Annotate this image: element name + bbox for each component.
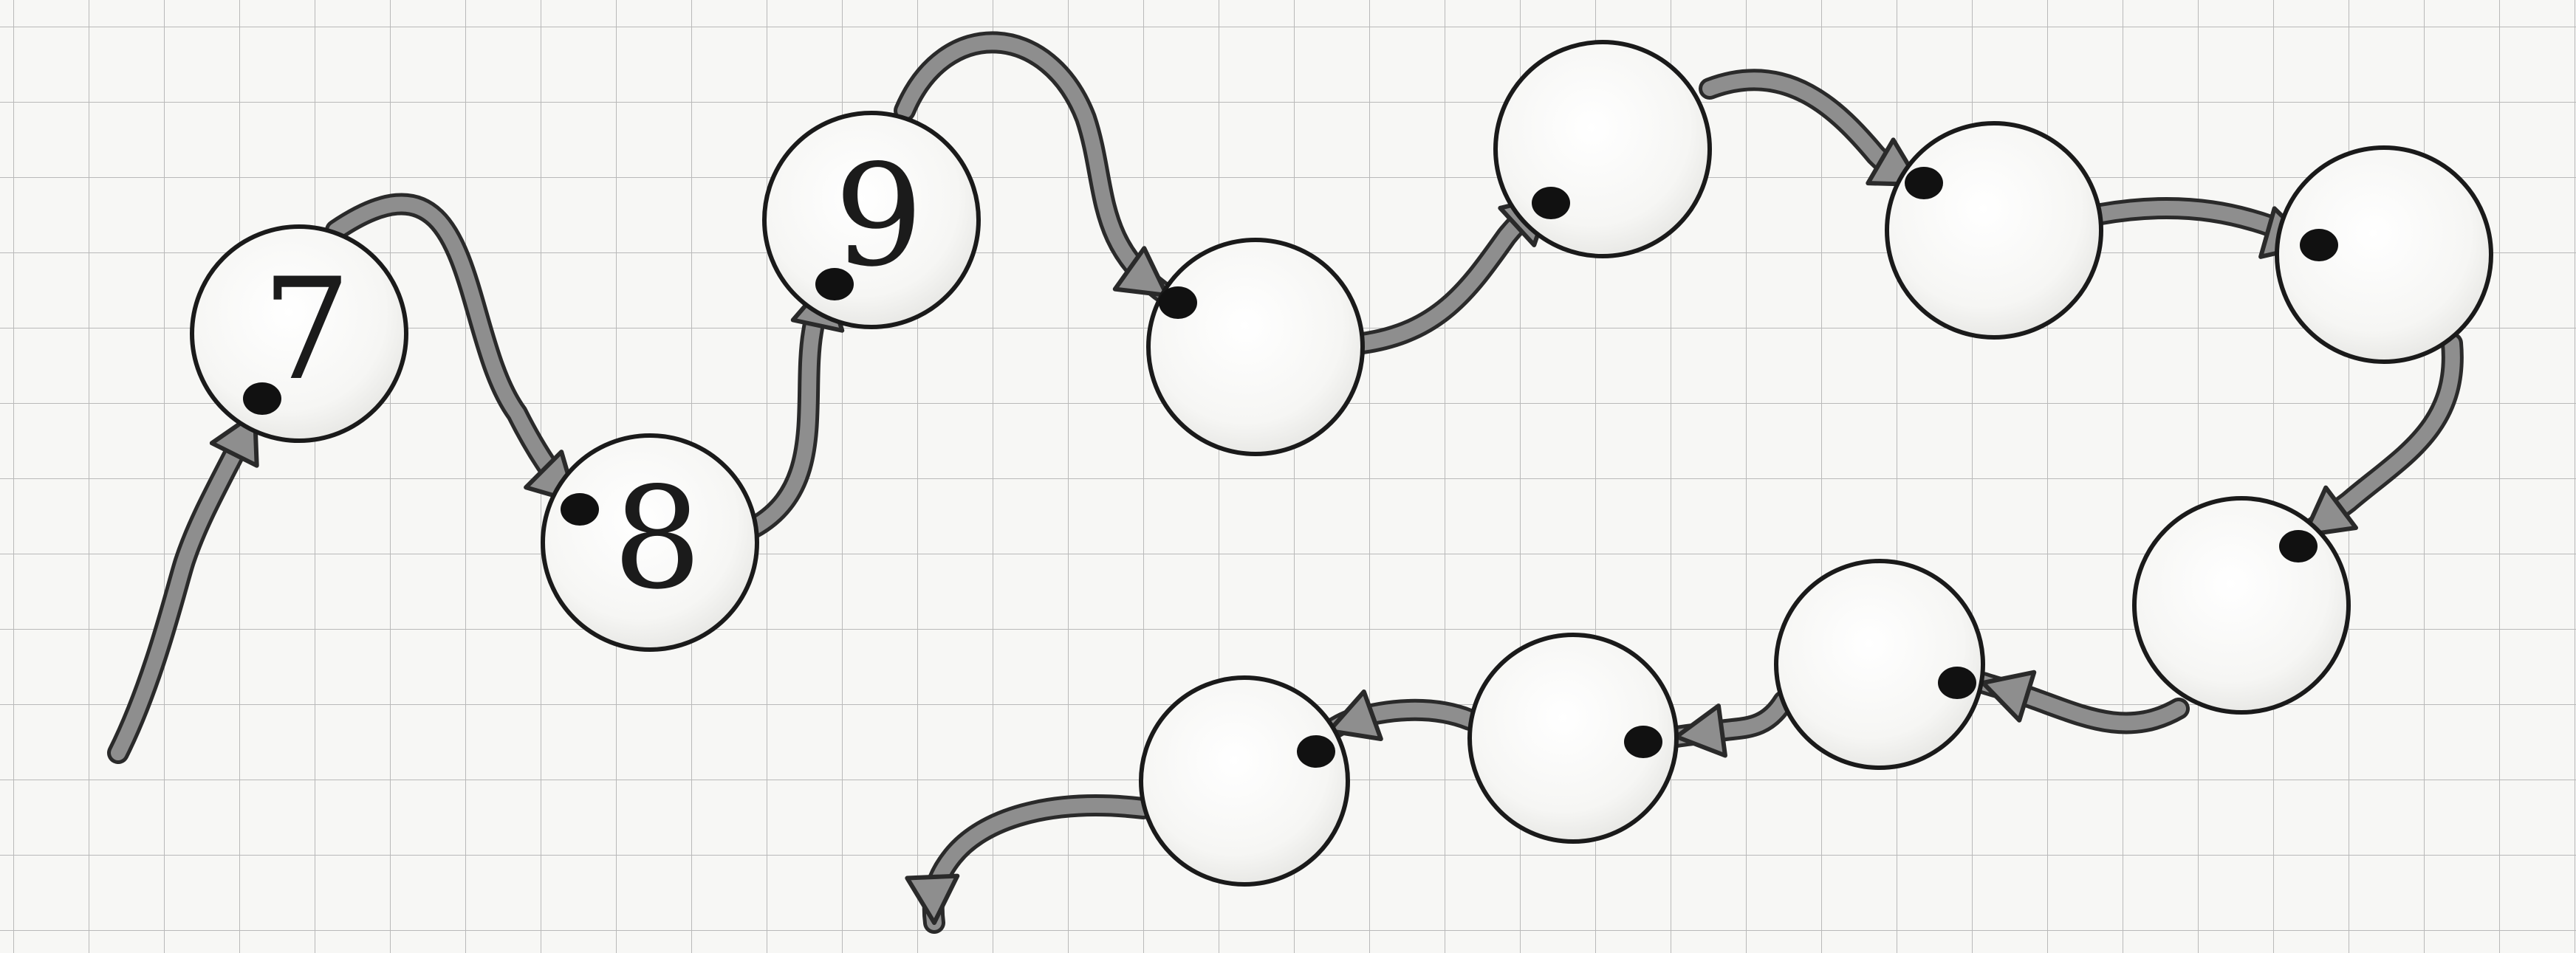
entry-dot-icon bbox=[1532, 187, 1570, 219]
entry-dot-icon bbox=[561, 493, 599, 526]
circle-shape bbox=[2134, 498, 2349, 712]
entry-dot-icon bbox=[1938, 667, 1976, 699]
entry-dot-icon bbox=[1905, 167, 1943, 199]
entry-dot-icon bbox=[2300, 229, 2338, 261]
entry-dot-icon bbox=[1297, 735, 1335, 768]
sequence-circle-6[interactable] bbox=[1887, 123, 2101, 337]
circle-shape bbox=[1496, 42, 1710, 256]
sequence-circle-1[interactable]: 7 bbox=[192, 227, 406, 441]
circle-number-label: 7 bbox=[262, 248, 352, 411]
circle-shape bbox=[1776, 561, 1983, 768]
sequence-circle-3[interactable]: 9 bbox=[764, 113, 979, 327]
entry-dot-icon bbox=[2279, 530, 2318, 562]
sequence-circle-8[interactable] bbox=[2134, 498, 2349, 712]
sequence-circle-2[interactable]: 8 bbox=[543, 436, 757, 650]
sequence-circle-10[interactable] bbox=[1470, 635, 1676, 842]
sequence-circle-4[interactable] bbox=[1148, 240, 1363, 454]
circle-shape bbox=[1148, 240, 1363, 454]
entry-dot-icon bbox=[243, 382, 281, 415]
sequence-circle-9[interactable] bbox=[1776, 561, 1983, 768]
sequence-circle-11[interactable] bbox=[1141, 678, 1348, 884]
circle-shape bbox=[1141, 678, 1348, 884]
sequence-circle-7[interactable] bbox=[2277, 148, 2491, 362]
circle-number-label: 8 bbox=[613, 457, 702, 620]
entry-dot-icon bbox=[815, 268, 854, 300]
circle-shape bbox=[1887, 123, 2101, 337]
entry-dot-icon bbox=[1159, 286, 1197, 319]
entry-dot-icon bbox=[1624, 726, 1662, 758]
sequence-circle-5[interactable] bbox=[1496, 42, 1710, 256]
